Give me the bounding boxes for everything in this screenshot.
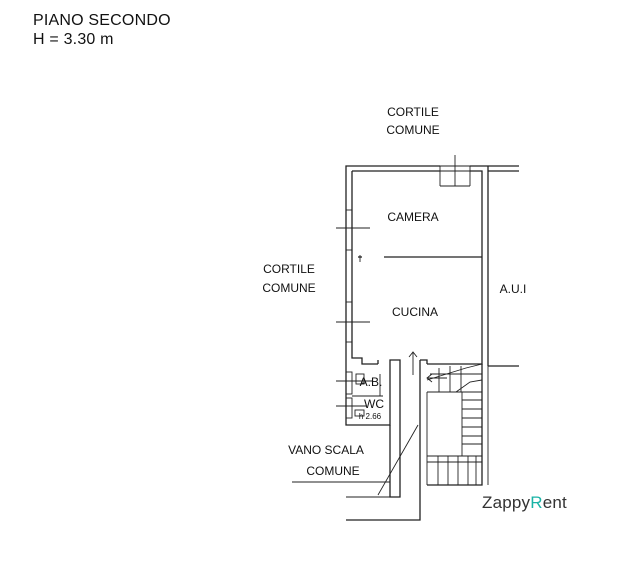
stair-arrow-left: [426, 373, 447, 383]
stair-treads-lower: [427, 455, 482, 485]
outer-walls: [345, 165, 519, 426]
label-cortile-top-2: COMUNE: [386, 123, 439, 137]
brand-mark: R: [530, 493, 543, 512]
label-vano-1: VANO SCALA: [288, 443, 364, 457]
label-cortile-left-2: COMUNE: [262, 281, 315, 295]
stair-arrow-up: [408, 351, 418, 375]
stair-treads-right: [461, 392, 482, 456]
label-cucina: CUCINA: [392, 305, 438, 319]
left-windows: [336, 209, 372, 419]
floor-height: H = 3.30 m: [33, 31, 114, 48]
zappyrent-logo: ZappyRent: [482, 493, 567, 512]
label-camera: CAMERA: [387, 210, 438, 224]
interior-walls: [352, 255, 482, 417]
stair-treads-upper: [426, 363, 483, 393]
label-cortile-top-1: CORTILE: [387, 105, 439, 119]
label-ab: A.B.: [360, 375, 383, 389]
label-wc: WC: [364, 397, 384, 411]
stair-shaft: [346, 359, 489, 521]
label-wc-height: h 2.66: [359, 412, 382, 421]
label-cortile-left-1: CORTILE: [263, 262, 315, 276]
label-vano-2: COMUNE: [306, 464, 359, 478]
label-aui: A.U.I: [500, 282, 527, 296]
stair-diagonal: [377, 424, 419, 496]
top-window: [439, 155, 471, 187]
floor-title: PIANO SECONDO: [33, 12, 171, 29]
